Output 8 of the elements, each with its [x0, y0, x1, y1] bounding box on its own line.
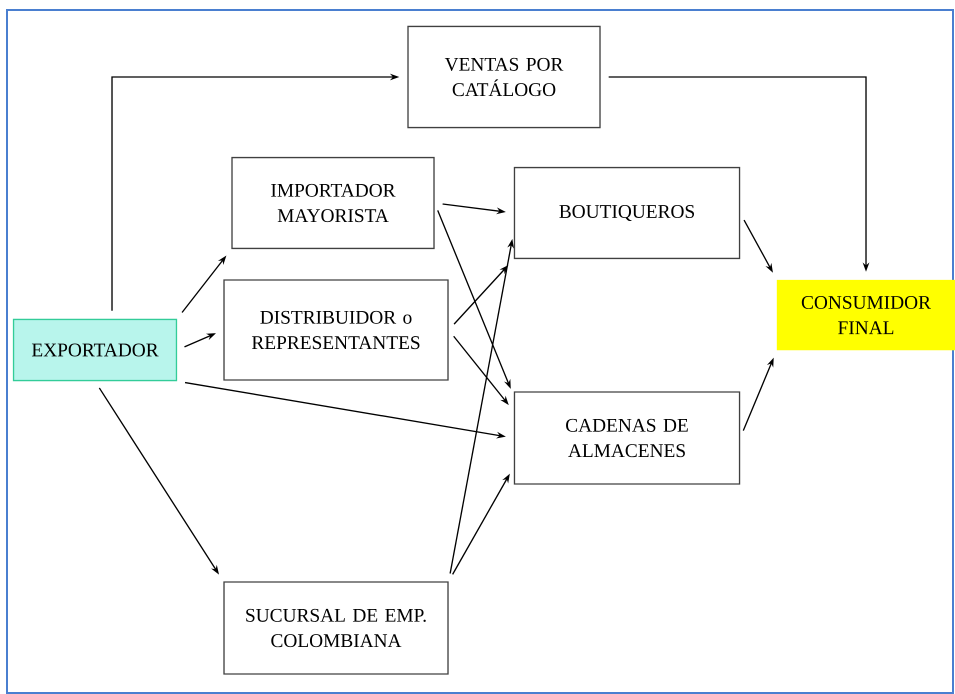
- process-box: CADENAS DE ALMACENES: [514, 391, 740, 485]
- end-box: CONSUMIDOR FINAL: [776, 280, 955, 350]
- process-box: DISTRIBUIDOR o REPRESENTANTES: [223, 279, 449, 381]
- process-box: IMPORTADOR MAYORISTA: [231, 156, 435, 250]
- process-box: BOUTIQUEROS: [514, 166, 740, 260]
- process-box: VENTAS POR CATÁLOGO: [407, 26, 601, 128]
- process-box: SUCURSAL DE EMP. COLOMBIANA: [223, 581, 449, 675]
- start-box: EXPORTADOR: [12, 318, 178, 382]
